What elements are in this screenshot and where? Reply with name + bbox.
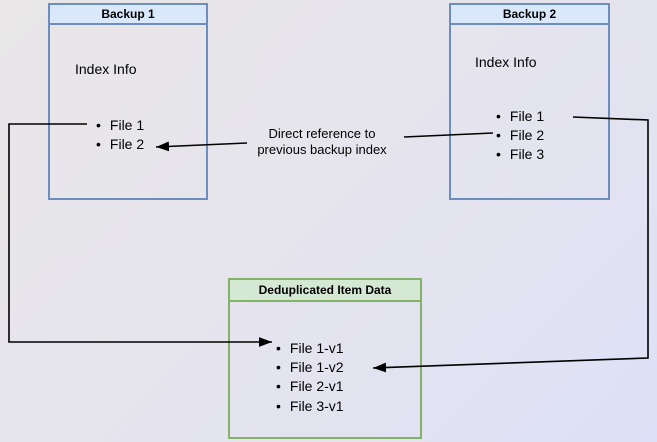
- list-item: File 2: [96, 134, 144, 153]
- annotation-line1: Direct reference to: [268, 126, 376, 141]
- backup2-file-list: File 1 File 2 File 3: [496, 106, 544, 164]
- dedup-node: Deduplicated Item Data: [228, 278, 422, 439]
- annotation-direct-reference: Direct reference to previous backup inde…: [237, 126, 407, 158]
- backup1-node: Backup 1: [48, 3, 208, 200]
- backup1-index-info-heading: Index Info: [75, 61, 137, 77]
- dedup-file-list: File 1-v1 File 1-v2 File 2-v1 File 3-v1: [276, 338, 344, 416]
- dedup-title: Deduplicated Item Data: [230, 280, 420, 302]
- list-item: File 2: [496, 125, 544, 144]
- list-item: File 3-v1: [276, 396, 344, 415]
- annotation-line2: previous backup index: [257, 142, 387, 157]
- backup1-file-list: File 1 File 2: [96, 115, 144, 154]
- backup2-node: Backup 2: [449, 3, 610, 200]
- backup2-index-info-heading: Index Info: [475, 54, 537, 70]
- backup1-title: Backup 1: [50, 5, 206, 25]
- list-item: File 3: [496, 145, 544, 164]
- list-item: File 1: [496, 106, 544, 125]
- list-item: File 1-v1: [276, 338, 344, 357]
- list-item: File 1-v2: [276, 357, 344, 376]
- list-item: File 1: [96, 115, 144, 134]
- backup2-title: Backup 2: [451, 5, 608, 25]
- list-item: File 2-v1: [276, 377, 344, 396]
